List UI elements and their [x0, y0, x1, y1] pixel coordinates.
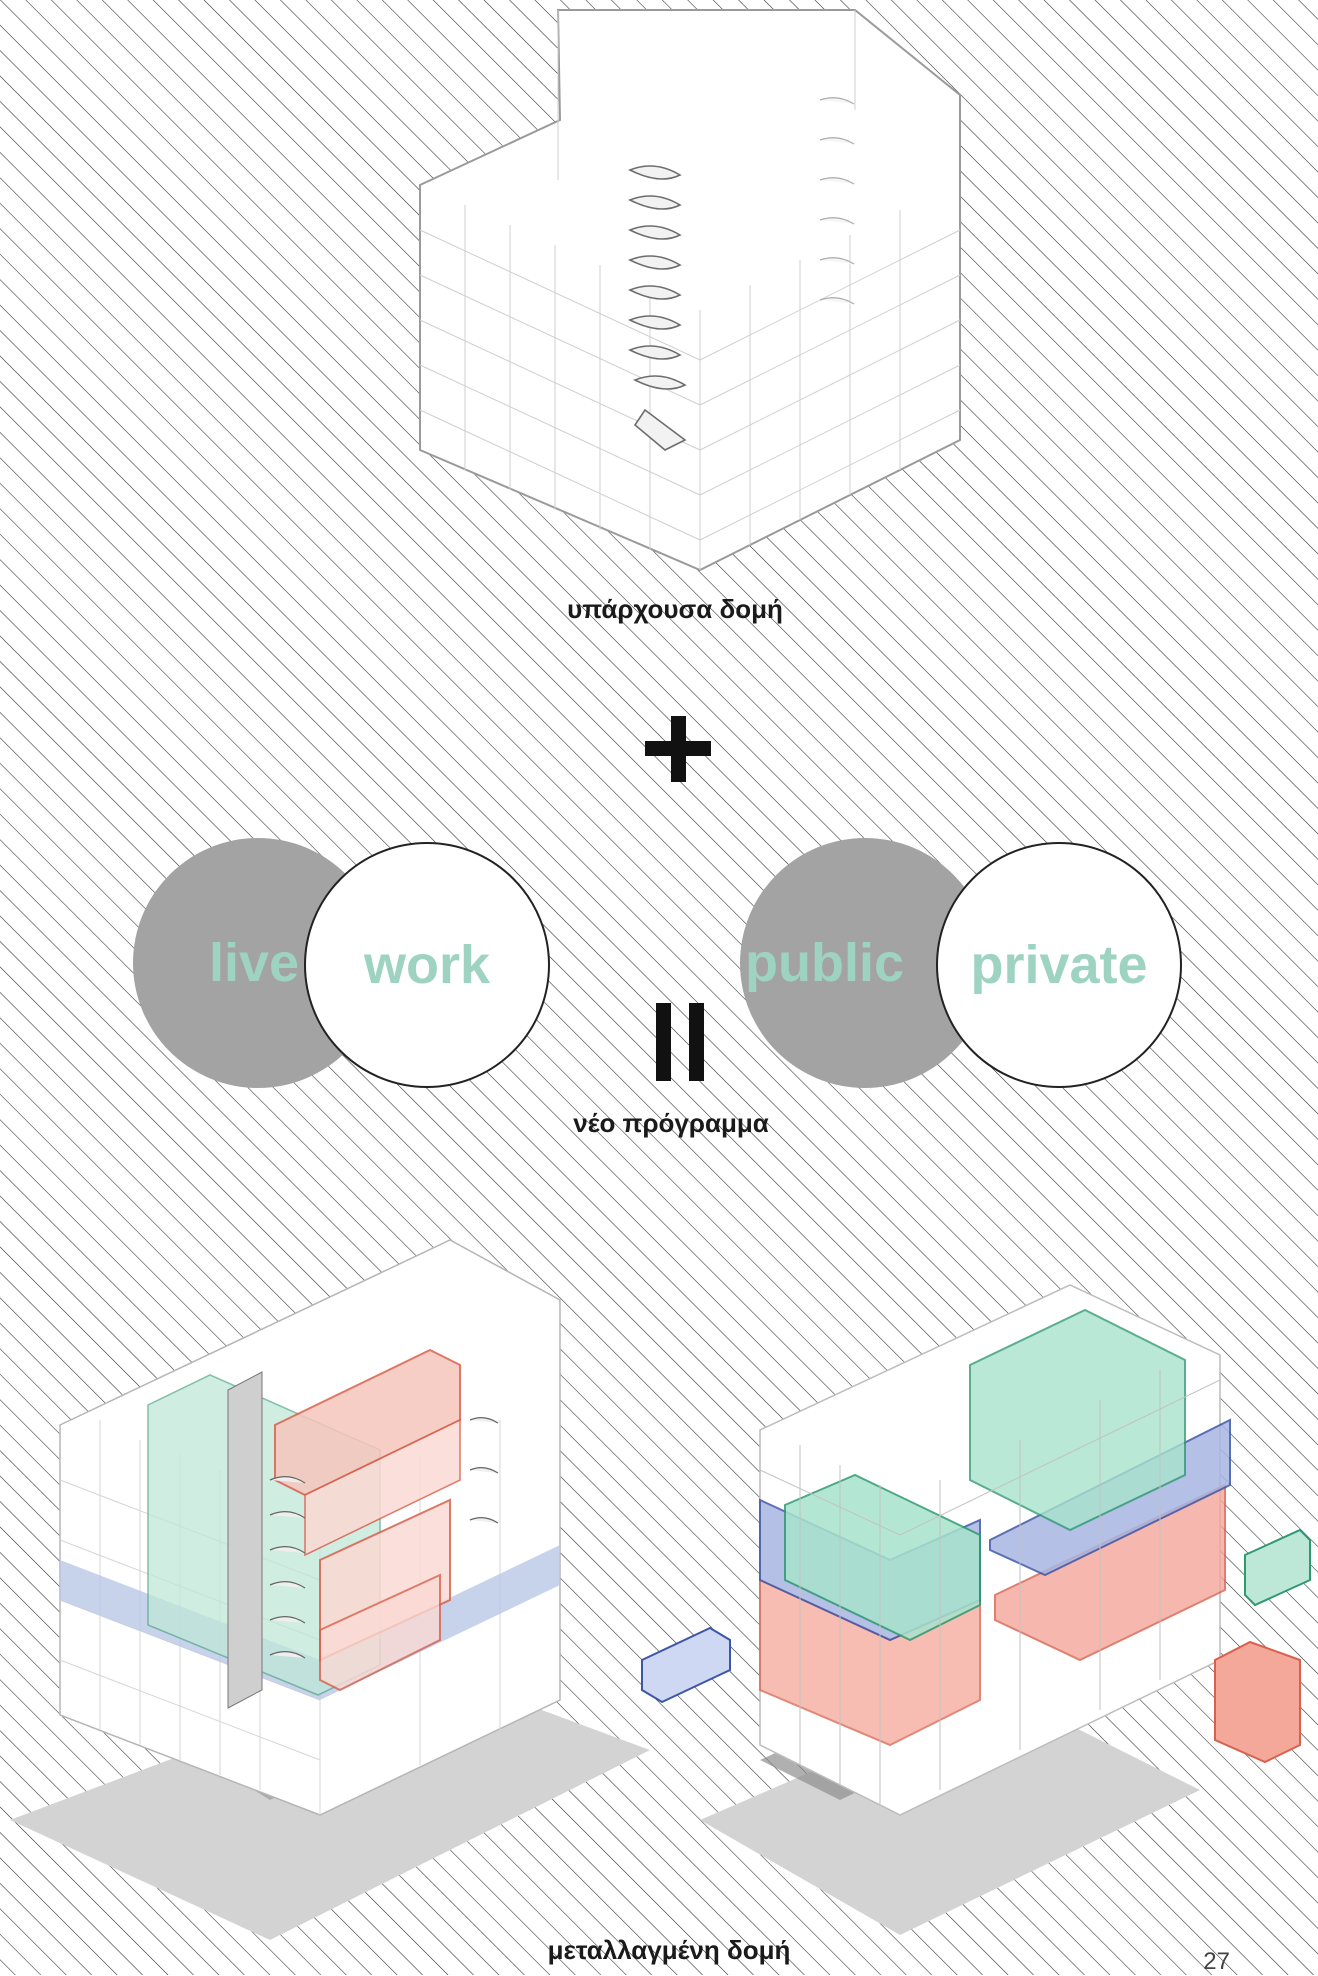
private-label: private — [970, 935, 1148, 995]
public-label: public — [745, 933, 904, 993]
caption-existing-structure: υπάρχουσα δομή — [567, 594, 783, 624]
private-circle: private — [936, 842, 1182, 1088]
caption-new-program: νέο πρόγραμμα — [573, 1108, 769, 1138]
work-circle: work — [304, 842, 550, 1088]
caption-transformed-structure: μεταλλαγμένη δομή — [547, 1935, 791, 1965]
work-label: work — [363, 935, 491, 995]
page-number: 27 — [1203, 1948, 1230, 1975]
live-label: live — [209, 933, 300, 993]
